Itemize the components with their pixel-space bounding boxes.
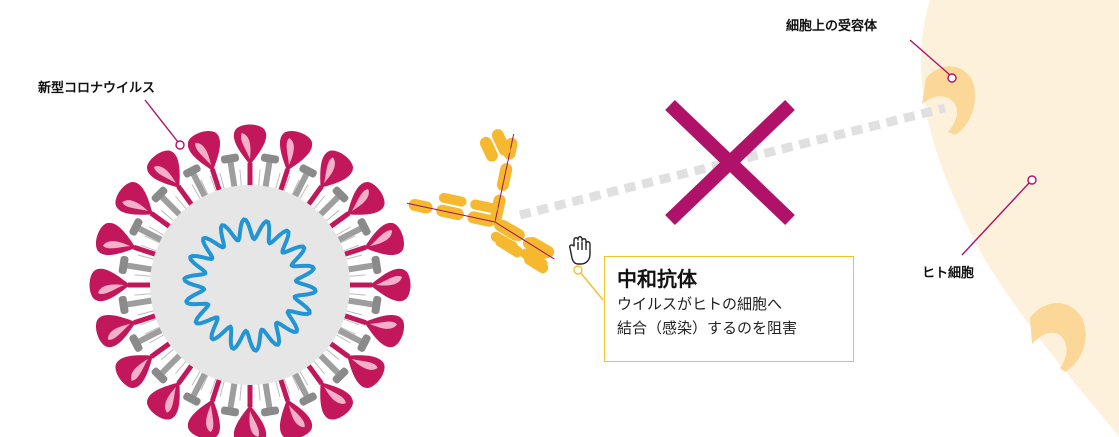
spike-protein — [95, 222, 160, 258]
spike-protein — [89, 268, 154, 302]
spike-protein — [115, 181, 174, 231]
membrane-protein — [334, 218, 371, 245]
spike-protein — [346, 268, 411, 302]
spike-protein — [146, 150, 196, 209]
spike-protein — [340, 312, 405, 348]
spike-protein — [115, 339, 174, 389]
membrane-protein — [220, 153, 240, 191]
cross-mark-icon — [665, 99, 795, 226]
membrane-protein — [260, 379, 280, 417]
spike-protein — [187, 130, 223, 195]
membrane-protein — [118, 295, 156, 315]
viral-rna — [182, 217, 318, 353]
coronavirus — [89, 124, 411, 437]
spike-protein — [340, 222, 405, 258]
label-human-cell: ヒト細胞 — [922, 266, 975, 281]
membrane-protein — [344, 255, 382, 275]
membrane-protein — [129, 218, 166, 245]
membrane-protein — [315, 350, 349, 384]
spike-protein — [95, 312, 160, 348]
membrane-protein — [334, 325, 371, 352]
spike-protein — [304, 150, 354, 209]
spike-protein — [277, 375, 313, 437]
virus-envelope — [150, 185, 350, 385]
antibody-arms — [406, 129, 555, 274]
receptor-upper — [922, 66, 976, 135]
spike-protein — [233, 124, 267, 189]
spike-protein — [326, 181, 385, 231]
spike-protein — [233, 381, 267, 437]
hand-cursor-icon — [569, 236, 591, 265]
membrane-protein — [220, 379, 240, 417]
spike-protein — [277, 130, 313, 195]
membrane-protein — [129, 325, 166, 352]
spike-protein — [146, 361, 196, 420]
receptor-lower — [1030, 303, 1086, 372]
membrane-protein — [183, 369, 210, 406]
spike-protein — [304, 361, 354, 420]
callout-leader — [573, 265, 604, 301]
membrane-protein — [118, 255, 156, 275]
membrane-protein — [183, 164, 210, 201]
spike-protein — [326, 339, 385, 389]
leader-lines — [144, 39, 1037, 256]
callout-line-1: ウイルスがヒトの細胞へ — [617, 295, 783, 313]
membrane-protein — [151, 186, 185, 220]
label-coronavirus: 新型コロナウイルス — [38, 81, 156, 96]
membrane-protein — [290, 369, 317, 406]
callout-line-2: 結合（感染）するのを阻害 — [617, 319, 798, 337]
neutralizing-antibody-callout: 中和抗体 ウイルスがヒトの細胞へ 結合（感染）するのを阻害 — [604, 256, 854, 362]
membrane-protein — [315, 186, 349, 220]
human-cell — [921, 0, 1119, 437]
spike-protein — [187, 375, 223, 437]
callout-title: 中和抗体 — [617, 267, 697, 291]
membrane-protein — [260, 153, 280, 191]
label-receptor: 細胞上の受容体 — [786, 19, 878, 34]
membrane-protein — [151, 350, 185, 384]
membrane-protein — [290, 164, 317, 201]
membrane-protein — [344, 295, 382, 315]
